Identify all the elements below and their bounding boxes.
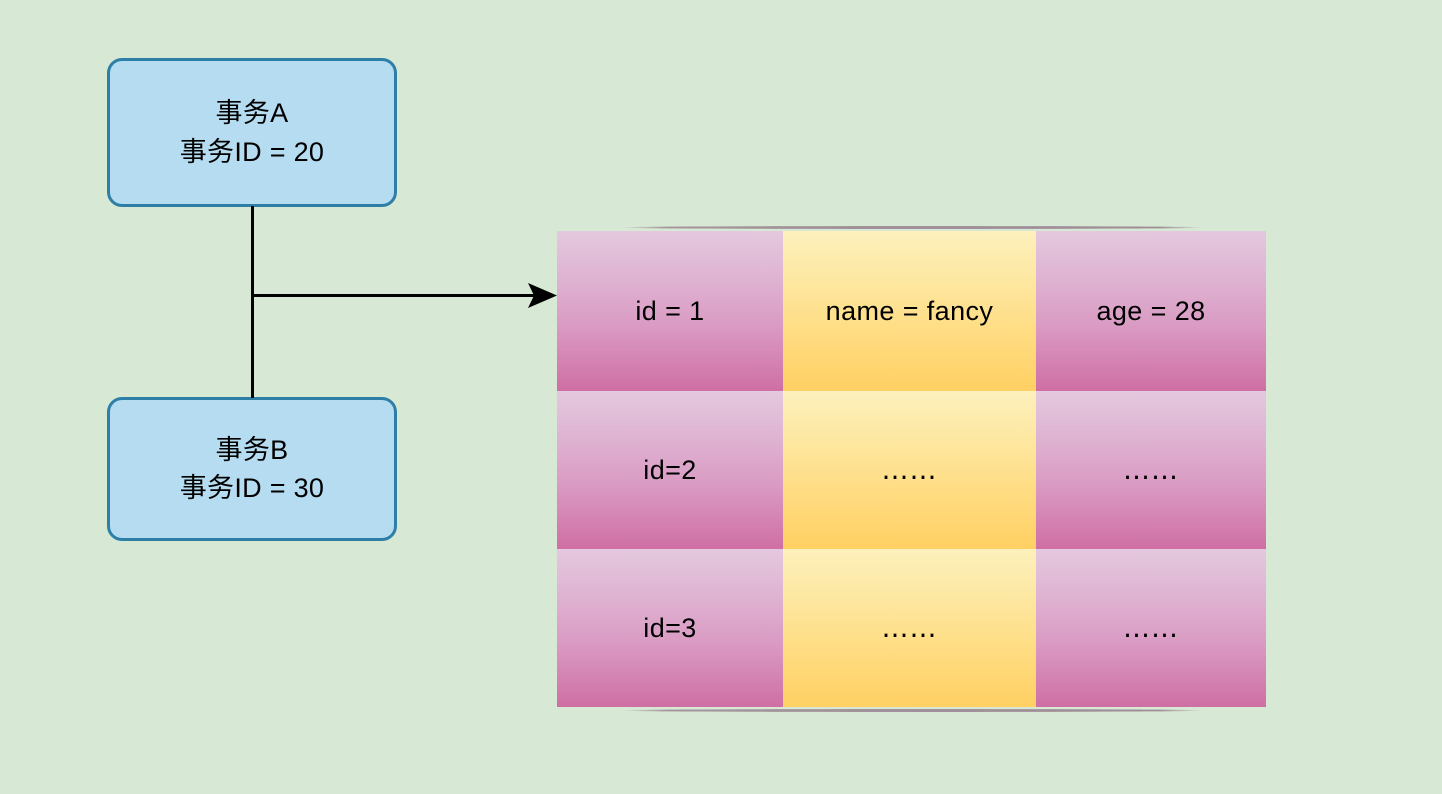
transaction-a-name: 事务A [215, 98, 289, 129]
table-cell-id-text: id = 1 [635, 295, 705, 326]
transaction-b-box[interactable]: 事务B 事务ID = 30 [107, 397, 397, 541]
table-cell-age-text: age = 28 [1096, 295, 1206, 326]
table-bottom-edge-shadow [619, 709, 1206, 712]
table-cell-age-text: …… [1123, 612, 1179, 644]
table-cell-age: age = 28 [1036, 231, 1266, 391]
table-row[interactable]: id=2 …… …… [557, 391, 1266, 549]
table-cell-name: name = fancy [783, 231, 1036, 391]
table-cell-name-text: …… [881, 454, 938, 486]
table-cell-id: id=3 [557, 549, 783, 707]
table-cell-name: …… [783, 391, 1036, 549]
transaction-a-id: 事务ID = 20 [179, 136, 325, 167]
table-top-edge-shadow [619, 226, 1206, 229]
table-cell-name-text: name = fancy [825, 295, 994, 326]
table-row[interactable]: id = 1 name = fancy age = 28 [557, 231, 1266, 391]
table-cell-age: …… [1036, 549, 1266, 707]
table-row[interactable]: id=3 …… …… [557, 549, 1266, 707]
transaction-b-name: 事务B [215, 434, 289, 465]
table-cell-id-text: id=2 [643, 454, 697, 485]
table-cell-age: …… [1036, 391, 1266, 549]
table-cell-age-text: …… [1123, 454, 1179, 486]
data-table: id = 1 name = fancy age = 28 id=2 …… …… … [557, 226, 1266, 712]
transaction-a-box[interactable]: 事务A 事务ID = 20 [107, 58, 397, 207]
table-cell-name-text: …… [881, 612, 938, 644]
transaction-b-id: 事务ID = 30 [179, 473, 325, 503]
table-cell-id: id=2 [557, 391, 783, 549]
table-cell-name: …… [783, 549, 1036, 707]
table-cell-id-text: id=3 [643, 612, 697, 643]
table-cell-id: id = 1 [557, 231, 783, 391]
